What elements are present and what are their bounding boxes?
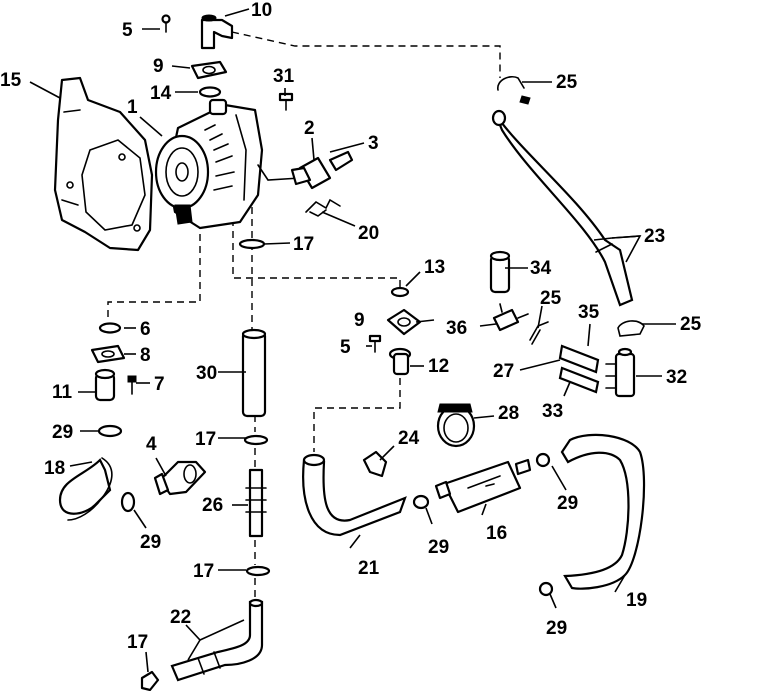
callout-11: 11	[52, 382, 73, 403]
callout-14: 14	[150, 83, 172, 104]
hose	[560, 433, 646, 590]
callout-3: 3	[368, 133, 379, 154]
o-ring	[390, 286, 410, 298]
fuel-filter	[434, 458, 532, 514]
callout-22: 22	[170, 607, 191, 628]
hose-clamp	[535, 452, 551, 468]
callout-23: 23	[644, 226, 665, 247]
callout-29: 29	[557, 493, 578, 514]
callout-5: 5	[122, 20, 133, 41]
callout-9: 9	[153, 56, 164, 77]
callout-25: 25	[680, 314, 702, 335]
callout-17: 17	[293, 234, 314, 255]
callout-13: 13	[424, 257, 445, 278]
leader-lines	[29, 8, 676, 673]
callout-9: 9	[354, 310, 365, 331]
callout-18: 18	[44, 458, 65, 479]
gasket	[90, 344, 126, 364]
filter-element	[489, 250, 511, 294]
callout-26: 26	[202, 495, 223, 516]
callout-16: 16	[486, 523, 507, 544]
callout-8: 8	[140, 345, 151, 366]
callout-12: 12	[428, 356, 449, 377]
hose-clamp	[120, 491, 136, 513]
callouts: 5 10 9 14 31 15 1 2 3 20 17 13 34 25 23 …	[0, 0, 702, 653]
t-fitting	[492, 303, 529, 332]
fitting	[94, 368, 116, 402]
callout-35: 35	[578, 302, 600, 323]
clip	[362, 450, 388, 478]
callout-27: 27	[493, 361, 514, 382]
callout-29: 29	[546, 618, 567, 639]
callout-2: 2	[304, 118, 315, 139]
callout-24: 24	[398, 428, 420, 449]
hose	[170, 600, 264, 682]
hose-clamp	[412, 494, 430, 510]
callout-17: 17	[193, 561, 214, 582]
callout-33: 33	[542, 401, 563, 422]
screw	[368, 334, 382, 353]
hose	[558, 344, 600, 374]
tube	[241, 330, 267, 418]
mounting-plate	[53, 76, 154, 252]
fitting	[388, 347, 412, 376]
hose-clamp	[245, 565, 271, 577]
connector	[245, 468, 267, 538]
callout-5: 5	[340, 337, 351, 358]
manifold	[605, 347, 636, 398]
callout-28: 28	[498, 403, 519, 424]
hose-clamp	[140, 670, 160, 691]
callout-21: 21	[358, 558, 380, 579]
callout-34: 34	[530, 258, 552, 279]
callout-19: 19	[626, 590, 647, 611]
screw	[161, 14, 171, 33]
hose-clamp	[238, 238, 266, 250]
elbow-fitting	[200, 14, 234, 50]
callout-32: 32	[666, 367, 687, 388]
valve	[153, 460, 207, 496]
callout-17: 17	[195, 429, 216, 450]
callout-30: 30	[196, 363, 217, 384]
hose-clamp	[617, 320, 645, 337]
hose	[302, 458, 407, 537]
callout-10: 10	[251, 0, 272, 21]
hose	[58, 458, 112, 515]
hose-clamp	[97, 424, 123, 438]
clamp-band	[436, 403, 476, 448]
callout-25: 25	[556, 72, 578, 93]
o-ring	[198, 86, 222, 98]
callout-20: 20	[358, 223, 379, 244]
hose-clamp	[538, 581, 554, 597]
sensor	[290, 150, 354, 190]
callout-25: 25	[540, 288, 562, 309]
dashed-routing-lines	[107, 31, 501, 600]
callout-1: 1	[127, 97, 138, 118]
gasket	[386, 308, 422, 336]
callout-29: 29	[428, 537, 449, 558]
callout-36: 36	[446, 318, 467, 339]
callout-29: 29	[52, 422, 73, 443]
hose	[494, 114, 634, 307]
fuel-pump	[154, 98, 301, 230]
callout-15: 15	[0, 70, 22, 91]
callout-17: 17	[127, 632, 148, 653]
callout-7: 7	[154, 374, 165, 395]
callout-31: 31	[273, 66, 295, 87]
hose	[558, 366, 600, 394]
callout-29: 29	[140, 532, 161, 553]
screw	[127, 375, 137, 395]
o-ring	[98, 322, 122, 334]
hose-clamp	[497, 75, 525, 91]
screw	[278, 92, 294, 111]
callout-4: 4	[146, 434, 157, 455]
gasket	[190, 60, 228, 80]
hose-clamp	[243, 434, 269, 446]
clip	[305, 198, 341, 217]
callout-6: 6	[140, 319, 151, 340]
